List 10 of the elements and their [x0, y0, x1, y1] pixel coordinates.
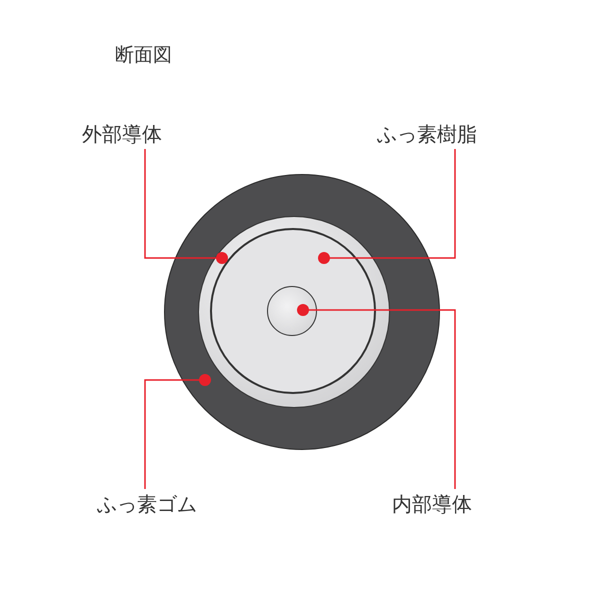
leader-line	[297, 304, 456, 489]
inner-conductor-circle	[267, 286, 317, 336]
leader-line	[318, 149, 456, 264]
part-label: 外部導体	[82, 122, 162, 146]
part-label: ふっ素樹脂	[377, 122, 477, 146]
leader-line	[144, 149, 228, 264]
part-label: 内部導体	[392, 492, 472, 516]
title: 断面図	[115, 44, 172, 67]
leader-line	[144, 374, 211, 489]
part-label: ふっ素ゴム	[97, 492, 197, 516]
